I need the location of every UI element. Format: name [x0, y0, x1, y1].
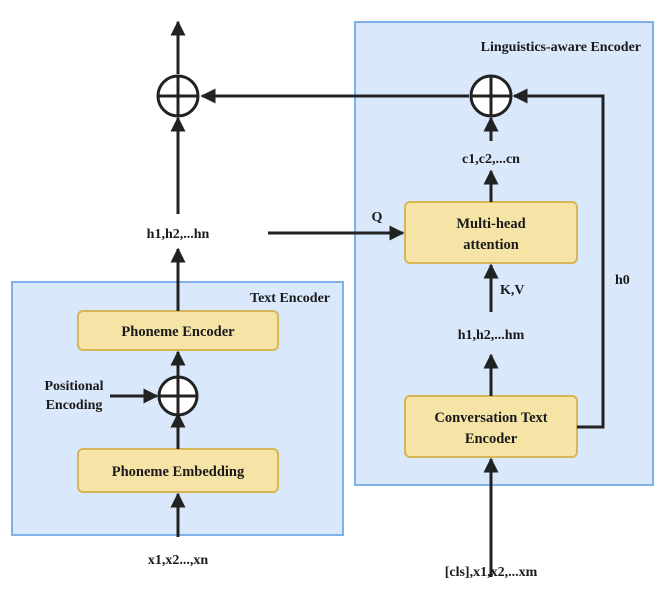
positional-label-line1: Positional [44, 379, 103, 394]
phoneme-encoder-label: Phoneme Encoder [121, 324, 235, 340]
conversation-encoder-label-line1: Conversation Text [434, 410, 547, 426]
add-op-linguistics [469, 74, 513, 118]
add-op-positional [157, 375, 199, 417]
conversation-encoder-label-line2: Encoder [465, 431, 518, 447]
text-encoder-title: Text Encoder [250, 291, 330, 306]
h0-label: h0 [615, 273, 630, 288]
input-x-label: x1,x2...,xn [148, 553, 209, 568]
positional-label-line2: Encoding [46, 398, 103, 413]
arrow-h0-residual [512, 88, 605, 429]
query-label: Q [372, 210, 383, 225]
key-value-label: K,V [500, 283, 525, 298]
add-op-output [156, 74, 200, 118]
linguistics-encoder-title: Linguistics-aware Encoder [481, 40, 641, 55]
input-cls-label: [cls],x1,x2,...xm [445, 565, 538, 580]
multihead-label-line2: attention [463, 237, 519, 253]
phoneme-embedding-label: Phoneme Embedding [112, 464, 245, 480]
hidden-hm-label: h1,h2,...hm [458, 328, 525, 343]
conversation-text-encoder-block [404, 395, 578, 458]
context-c-label: c1,c2,...cn [462, 152, 520, 167]
multihead-label-line1: Multi-head [456, 216, 525, 232]
hidden-h-label: h1,h2,...hn [147, 227, 210, 242]
multihead-attention-block [404, 201, 578, 264]
